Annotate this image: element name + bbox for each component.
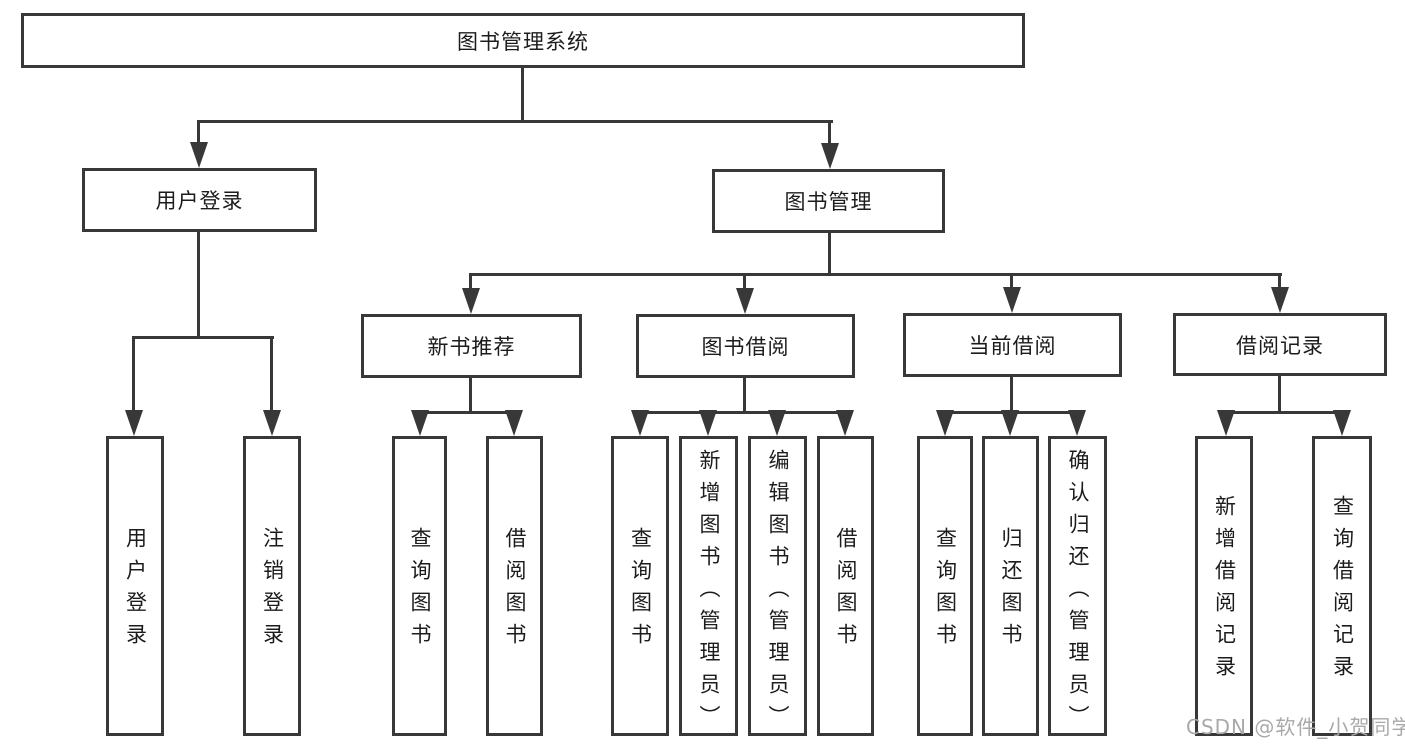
- connector-root-bar: [197, 120, 833, 123]
- arrow-down-icon: [768, 410, 786, 436]
- connector-new-book-stem: [469, 378, 472, 414]
- leaf-return-books: 归还图书: [982, 436, 1039, 736]
- connector-borrow-stem: [743, 378, 746, 414]
- arrow-down-icon: [505, 410, 523, 436]
- arrow-down-icon: [936, 410, 954, 436]
- arrow-down-icon: [1333, 410, 1351, 436]
- connector-record-shaft: [1278, 273, 1281, 289]
- csdn-watermark: CSDN @软件_小贺同学: [1186, 715, 1405, 739]
- connector-borrow-shaft: [743, 273, 746, 290]
- connector-book-mgmt-bar: [469, 273, 1282, 276]
- connector-book-mgmt-shaft: [828, 120, 831, 147]
- arrow-down-icon: [736, 288, 754, 314]
- connector-new-book-shaft: [469, 273, 472, 290]
- arrow-down-icon: [1217, 410, 1235, 436]
- arrow-down-icon: [411, 410, 429, 436]
- arrow-down-icon: [1068, 410, 1086, 436]
- node-new-book-recommend: 新书推荐: [361, 314, 582, 378]
- arrow-down-icon: [263, 410, 281, 436]
- arrow-down-icon: [631, 410, 649, 436]
- connector-root-stem: [521, 68, 524, 122]
- connector-borrow-bar: [638, 411, 847, 414]
- leaf-query-books: 查询图书: [917, 436, 973, 736]
- node-current-borrowing: 当前借阅: [903, 313, 1122, 377]
- leaf-user-login: 用户登录: [106, 436, 164, 736]
- arrow-down-icon: [836, 410, 854, 436]
- node-root: 图书管理系统: [21, 13, 1025, 68]
- connector-leaf-shaft: [270, 336, 273, 416]
- connector-leaf-shaft: [132, 336, 135, 416]
- arrow-down-icon: [125, 410, 143, 436]
- node-book-borrowing: 图书借阅: [636, 314, 855, 378]
- arrow-down-icon: [462, 288, 480, 314]
- leaf-borrow-books: 借阅图书: [817, 436, 874, 736]
- leaf-add-books-admin: 新增图书（管理员）: [679, 436, 738, 737]
- leaf-confirm-return-admin: 确认归还（管理员）: [1048, 436, 1107, 737]
- connector-user-login-shaft: [197, 120, 200, 146]
- arrow-down-icon: [821, 143, 839, 169]
- connector-new-book-bar: [418, 411, 517, 414]
- arrow-down-icon: [1271, 287, 1289, 313]
- connector-user-login-stem: [197, 232, 200, 339]
- arrow-down-icon: [1001, 410, 1019, 436]
- leaf-query-books: 查询图书: [392, 436, 447, 736]
- node-book-management: 图书管理: [712, 169, 945, 233]
- leaf-add-borrow-record: 新增借阅记录: [1195, 436, 1253, 736]
- leaf-query-books: 查询图书: [611, 436, 669, 736]
- connector-user-login-bar: [132, 336, 274, 339]
- node-user-login: 用户登录: [82, 168, 317, 232]
- node-borrowing-records: 借阅记录: [1173, 313, 1387, 376]
- connector-record-stem: [1278, 376, 1281, 414]
- connector-current-shaft: [1010, 273, 1013, 289]
- leaf-query-borrow-record: 查询借阅记录: [1312, 436, 1372, 736]
- arrow-down-icon: [1003, 287, 1021, 313]
- leaf-edit-books-admin: 编辑图书（管理员）: [748, 436, 807, 737]
- arrow-down-icon: [190, 142, 208, 168]
- connector-current-stem: [1010, 377, 1013, 414]
- connector-book-mgmt-stem: [828, 233, 831, 276]
- leaf-borrow-books: 借阅图书: [486, 436, 543, 736]
- connector-record-bar: [1224, 411, 1344, 414]
- leaf-logout: 注销登录: [243, 436, 301, 736]
- arrow-down-icon: [699, 410, 717, 436]
